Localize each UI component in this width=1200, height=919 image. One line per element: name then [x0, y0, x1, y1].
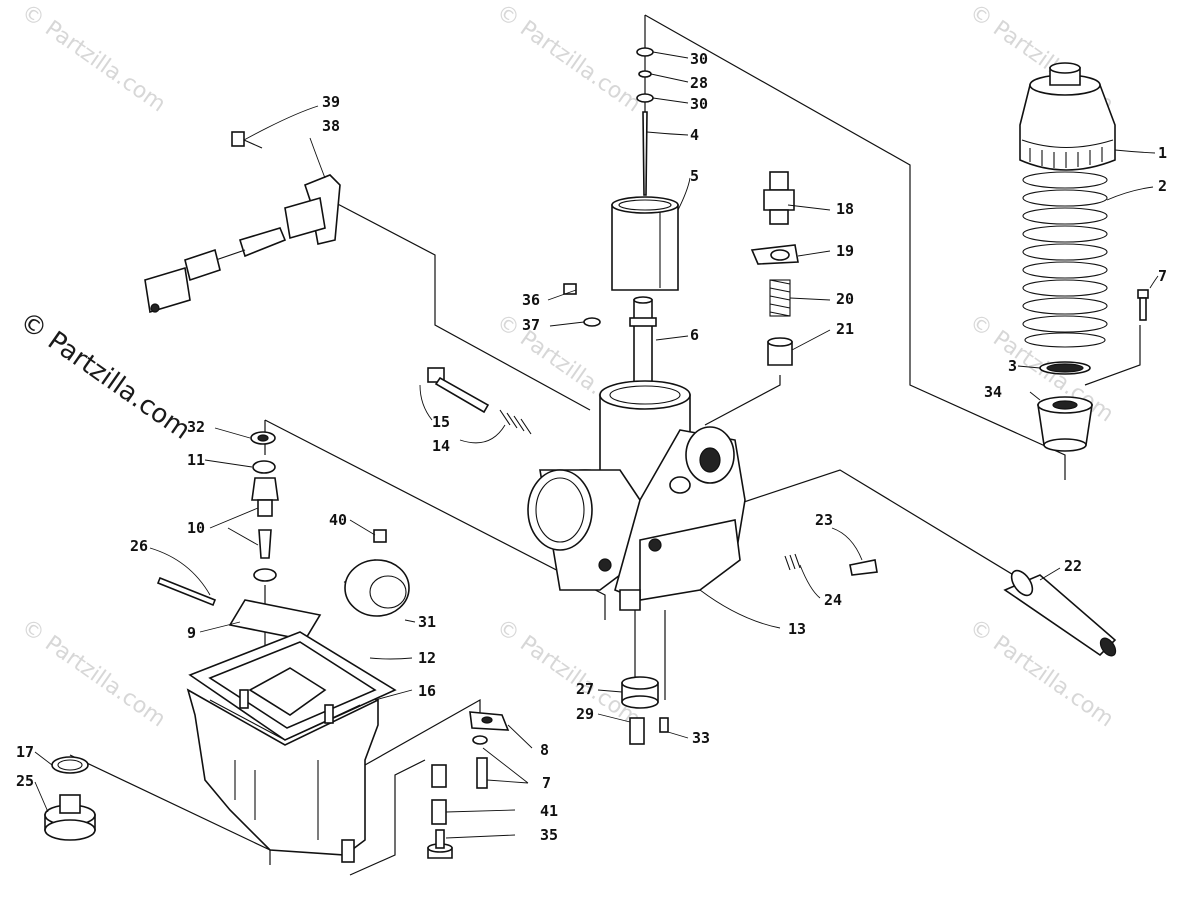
callout-17: 17 [16, 743, 34, 761]
needle-jet-part [629, 296, 657, 386]
callout-1: 1 [1158, 144, 1167, 162]
callout-22: 22 [1064, 557, 1082, 575]
callout-8: 8 [540, 741, 549, 759]
callout-10: 10 [187, 519, 205, 537]
throttle-stop-screw-part [849, 559, 878, 576]
bowl-spacer-part [431, 764, 447, 825]
float-needle-clip-part [253, 568, 277, 582]
callout-41: 41 [540, 802, 558, 820]
callout-23: 23 [815, 511, 833, 529]
throttle-sensor-part [144, 174, 341, 314]
float-pin-part [156, 576, 217, 607]
float-valve-washer-part [250, 431, 276, 445]
leader-lines [34, 51, 1159, 839]
callout-34: 34 [984, 383, 1002, 401]
callout-20: 20 [836, 290, 854, 308]
carburetor-body-part [527, 380, 746, 611]
callout-32: 32 [187, 418, 205, 436]
watermark-text: © Partzilla.com [492, 0, 645, 117]
float-arm-part [228, 599, 322, 641]
bowl-screw-part [427, 829, 453, 859]
pilot-jet-part [563, 283, 577, 295]
choke-plunger-part [767, 337, 793, 366]
throttle-valve-part [611, 196, 679, 291]
callout-9: 9 [187, 624, 196, 642]
callout-18: 18 [836, 200, 854, 218]
callout-3: 3 [1008, 357, 1017, 375]
callout-31: 31 [418, 613, 436, 631]
float-valve-seat-part [251, 477, 279, 517]
air-screw-part [427, 367, 490, 414]
callout-30-top: 30 [690, 50, 708, 68]
top-cap-part [1019, 62, 1116, 171]
callout-21: 21 [836, 320, 854, 338]
callout-6: 6 [690, 326, 699, 344]
watermark-text: © Partzilla.com [492, 614, 645, 732]
watermark-text: © Partzilla.com [17, 0, 170, 117]
watermark-layer: © Partzilla.com © Partzilla.com © Partzi… [14, 0, 1118, 732]
sensor-screw-part [231, 131, 263, 149]
callout-7-lower: 7 [542, 774, 551, 792]
callout-36: 36 [522, 291, 540, 309]
callout-12: 12 [418, 649, 436, 667]
assembly-reference-lines [69, 14, 1141, 876]
spring-seat-part [1039, 361, 1091, 375]
float-needle-part [258, 529, 272, 559]
callout-38: 38 [322, 117, 340, 135]
watermark-main: © Partzilla.com [14, 306, 196, 446]
spring-part [1022, 171, 1108, 348]
main-jet-part [629, 717, 645, 745]
callout-33: 33 [692, 729, 710, 747]
jet-needle-part [642, 111, 648, 196]
bowl-clamp-part [469, 711, 510, 731]
callout-28: 28 [690, 74, 708, 92]
float-part [343, 559, 410, 617]
throttle-stop-spring-part [784, 553, 801, 571]
drain-screw-part [659, 717, 669, 733]
callout-30-bottom: 30 [690, 95, 708, 113]
choke-spring-part [769, 279, 791, 317]
callout-26: 26 [130, 537, 148, 555]
vent-tube-part [1003, 569, 1117, 657]
callout-7-upper: 7 [1158, 267, 1167, 285]
callout-25: 25 [16, 772, 34, 790]
callout-5: 5 [690, 167, 699, 185]
main-jet-holder-part [621, 676, 659, 709]
callout-35: 35 [540, 826, 558, 844]
callout-14: 14 [432, 437, 450, 455]
clamp-screw-part [472, 735, 488, 789]
callout-4: 4 [690, 126, 699, 144]
callout-11: 11 [187, 451, 205, 469]
spring-holder-part [1037, 396, 1093, 452]
drain-plug-gasket-part [51, 756, 89, 774]
callout-16: 16 [418, 682, 436, 700]
callout-40: 40 [329, 511, 347, 529]
callout-19: 19 [836, 242, 854, 260]
callout-labels: 1 2 3 4 5 6 7 7 8 9 10 11 12 13 14 15 16… [16, 50, 1167, 844]
callout-39: 39 [322, 93, 340, 111]
callout-37: 37 [522, 316, 540, 334]
callout-27: 27 [576, 680, 594, 698]
choke-plate-part [750, 244, 799, 265]
drain-plug-part [44, 794, 96, 841]
choke-nut-part [763, 171, 795, 225]
callout-15: 15 [432, 413, 450, 431]
callout-13: 13 [788, 620, 806, 638]
callout-24: 24 [824, 591, 842, 609]
float-valve-oring-part [252, 460, 276, 474]
screw-part [1137, 289, 1149, 321]
watermark-text: © Partzilla.com [17, 614, 170, 732]
callout-2: 2 [1158, 177, 1167, 195]
o-ring-part [583, 317, 601, 327]
air-screw-spring-part [499, 409, 532, 435]
float-pin-small-part [373, 529, 387, 543]
float-bowl-part [186, 667, 379, 863]
callout-29: 29 [576, 705, 594, 723]
